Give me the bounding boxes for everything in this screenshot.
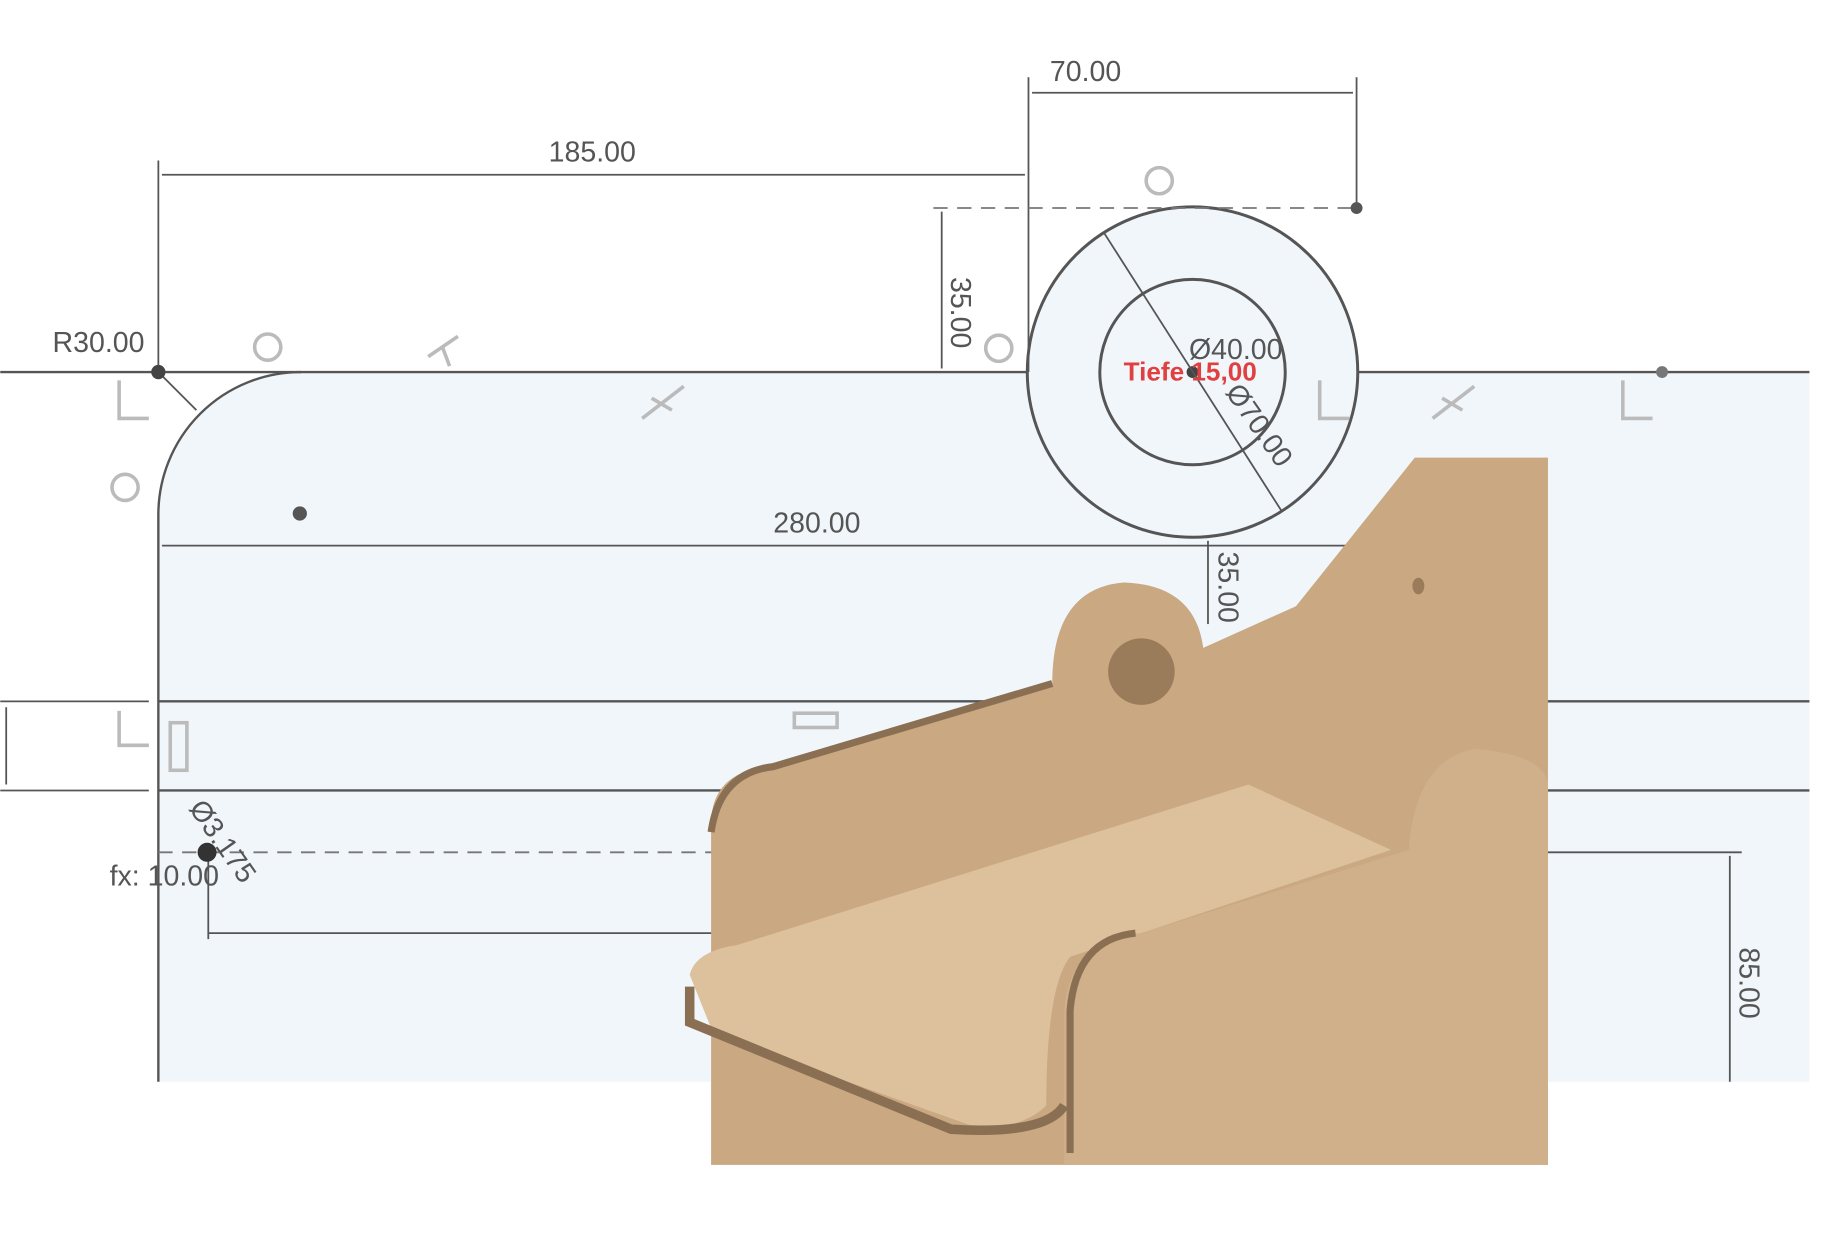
dim-85[interactable]: 85.00	[1732, 947, 1764, 1018]
constraint-glyphs	[110, 165, 1653, 773]
dim-280[interactable]: 280.00	[773, 508, 860, 540]
dim-185[interactable]: 185.00	[549, 137, 636, 169]
dim-70[interactable]: 70.00	[1050, 56, 1121, 88]
dim-inner-diameter[interactable]: Ø40.00	[1189, 334, 1283, 366]
dim-35-lower[interactable]: 35.00	[1212, 552, 1244, 623]
dim-35-upper[interactable]: 35.00	[944, 277, 976, 348]
chair-render-image	[684, 457, 1548, 1165]
dim-radius[interactable]: R30.00	[53, 327, 145, 359]
dim-fixed-offset[interactable]: fx: 10.00	[110, 861, 219, 893]
depth-label: Tiefe 15,00	[1124, 356, 1257, 386]
